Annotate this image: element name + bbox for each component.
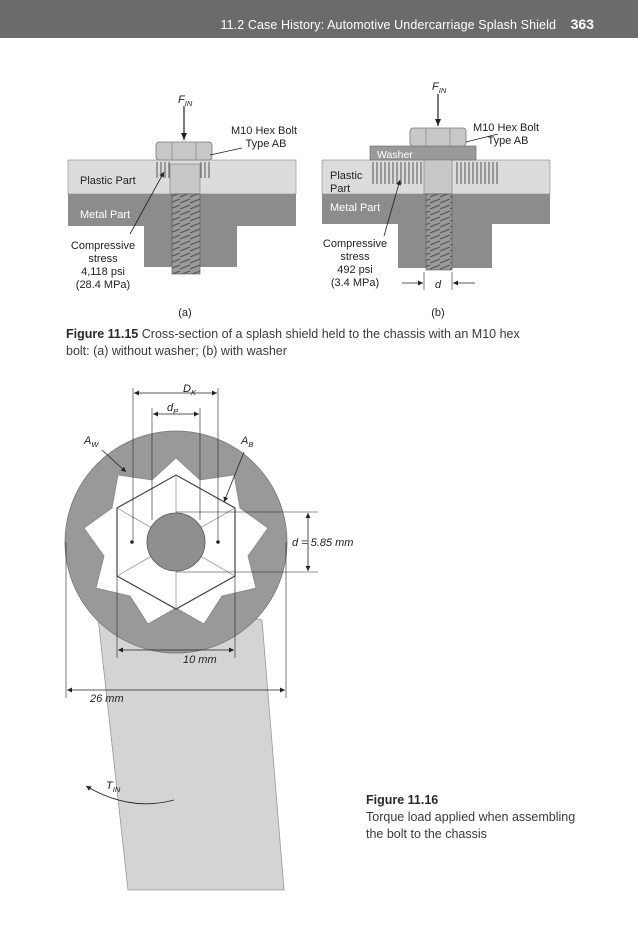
figure-11-15-text: Cross-section of a splash shield held to… [66,327,520,358]
running-header: 11.2 Case History: Automotive Undercarri… [0,0,638,38]
bolt-label-b2: Type AB [488,135,529,147]
plastic-label-a: Plastic Part [80,175,136,187]
panel-a [67,106,297,275]
wrench-drawing [64,388,318,891]
page-number: 363 [570,16,594,32]
plastic-label-b1: Plastic [330,170,363,182]
metal-label-b: Metal Part [330,202,380,214]
stress-b-3: 492 psi [337,264,372,276]
force-label-a: FIN [178,94,193,108]
stress-b-1: Compressive [323,238,387,250]
ab-label: AB [240,435,253,449]
plastic-label-b2: Part [330,183,350,195]
figure-11-16-text-2: the bolt to the chassis [366,827,487,841]
stress-b-2: stress [340,251,370,263]
stress-a-2: stress [88,253,118,265]
stress-a-3: 4,118 psi [81,266,125,278]
washer-label: Washer [377,149,413,161]
dk-label: DK [183,383,197,397]
bolt-head-b [409,127,467,147]
d-label-b: d [435,279,442,291]
panel-b-tag: (b) [431,307,444,319]
aw-label: AW [83,435,99,449]
bolt-thread-b [425,193,453,271]
figure-11-16-label: Figure 11.16 [366,793,439,807]
bolt-head-a [155,141,213,161]
dim-10mm-label: 10 mm [183,654,217,666]
metal-label-a: Metal Part [80,209,130,221]
figure-11-16-caption: Figure 11.16 Torque load applied when as… [366,792,596,843]
bolt-label-a1: M10 Hex Bolt [231,125,297,137]
dim-26mm-label: 26 mm [89,693,124,705]
torque-label: TIN [106,780,121,794]
bolt-label-a2: Type AB [246,138,287,150]
dp-label: dP [167,402,178,416]
bolt-label-b1: M10 Hex Bolt [473,122,539,134]
figure-11-16-text-1: Torque load applied when assembling [366,810,576,824]
running-title: 11.2 Case History: Automotive Undercarri… [220,18,556,32]
bolt-shank-circle [146,512,206,572]
figure-11-15-label: Figure 11.15 [66,327,139,341]
force-label-b: FIN [432,81,447,95]
bolt-thread-a [171,193,201,275]
panel-b [321,94,551,290]
d-dimension-label: d = 5.85 mm [292,537,353,549]
stress-a-4: (28.4 MPa) [76,279,130,291]
figure-11-15-caption: Figure 11.15 Cross-section of a splash s… [66,326,546,360]
stress-b-4: (3.4 MPa) [331,277,379,289]
panel-a-tag: (a) [178,307,191,319]
stress-a-1: Compressive [71,240,135,252]
